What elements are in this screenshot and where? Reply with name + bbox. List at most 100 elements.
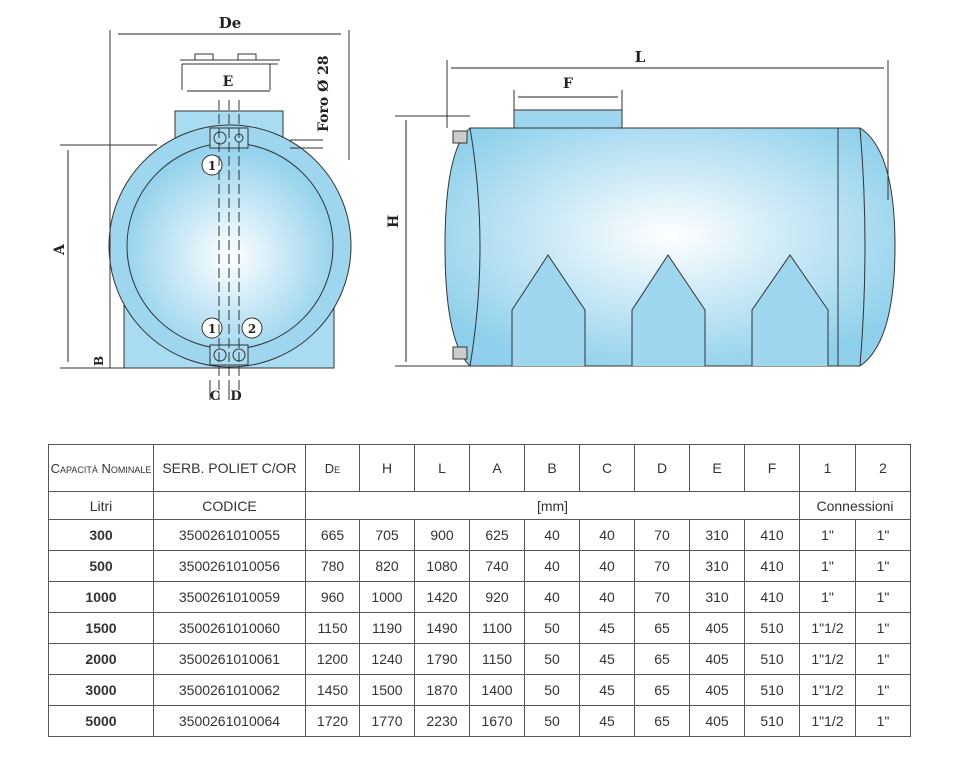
header-cell: B [524,444,580,492]
table-cell: 3500261010059 [153,581,306,613]
label-foro: Foro Ø 28 [316,55,332,132]
table-cell: 510 [744,705,800,737]
table-cell: 2230 [414,705,470,737]
table-cell: 40 [524,581,580,613]
table-cell: 1200 [305,643,360,675]
table-cell: 1100 [469,612,525,644]
table-cell: 65 [634,705,690,737]
table-cell: 1" [855,550,911,582]
table-cell: 1770 [359,705,415,737]
header-cell: De [305,444,360,492]
tank-diagram: De E Foro Ø 28 A B C D 1 1 2 L F H [52,14,896,404]
table-cell: 920 [469,581,525,613]
header-cell: 2 [855,444,911,492]
table-cell: 1" [855,643,911,675]
table-cell: 40 [579,519,635,551]
table-cell: 1"1/2 [799,643,856,675]
table-cell: 40 [524,519,580,551]
table-cell: 1240 [359,643,415,675]
table-cell: 40 [579,581,635,613]
table-cell: 1500 [359,674,415,706]
table-cell: 310 [689,581,745,613]
table-cell: 1" [855,581,911,613]
table-cell: 1670 [469,705,525,737]
table-cell: 405 [689,612,745,644]
table-cell: 70 [634,581,690,613]
header-cell: Capacità Nominale [48,444,154,492]
table-cell: 3500261010061 [153,643,306,675]
units-connessioni: Connessioni [799,491,911,520]
table-cell: 65 [634,612,690,644]
table-cell: 405 [689,674,745,706]
table-cell: 1" [855,674,911,706]
table-cell: 3500261010060 [153,612,306,644]
table-cell: 1870 [414,674,470,706]
table-cell: 1150 [305,612,360,644]
table-cell: 310 [689,550,745,582]
header-cell: E [689,444,745,492]
label-f: F [563,76,573,92]
label-1-bottom: 1 [208,322,216,336]
table-cell: 1490 [414,612,470,644]
label-de: De [219,14,242,32]
label-a: A [52,243,68,256]
table-cell: 1" [855,705,911,737]
table-cell: 1450 [305,674,360,706]
header-cell: C [579,444,635,492]
table-cell: 410 [744,581,800,613]
units-litri: Litri [48,491,154,520]
header-cell: SERB. POLIET C/OR [153,444,306,492]
units-row: Litri CODICE [mm] Connessioni [48,491,911,520]
table-cell: 1"1/2 [799,705,856,737]
table-cell: 5000 [48,705,154,737]
table-cell: 3500261010056 [153,550,306,582]
table-cell: 1"1/2 [799,612,856,644]
units-mm: [mm] [305,491,800,520]
table-cell: 45 [579,674,635,706]
label-2: 2 [248,322,256,336]
table-cell: 510 [744,612,800,644]
table-cell: 1000 [359,581,415,613]
table-cell: 665 [305,519,360,551]
header-cell: L [414,444,470,492]
table-cell: 50 [524,705,580,737]
table-cell: 65 [634,643,690,675]
table-cell: 410 [744,550,800,582]
table-cell: 1" [855,612,911,644]
table-cell: 70 [634,550,690,582]
table-cell: 1080 [414,550,470,582]
table-cell: 1000 [48,581,154,613]
label-l: L [635,48,646,66]
header-cell: D [634,444,690,492]
table-cell: 45 [579,705,635,737]
table-cell: 2000 [48,643,154,675]
table-cell: 1190 [359,612,415,644]
table-cell: 40 [524,550,580,582]
units-codice: CODICE [153,491,306,520]
table-cell: 40 [579,550,635,582]
table-cell: 960 [305,581,360,613]
table-cell: 1720 [305,705,360,737]
header-cell: 1 [799,444,856,492]
label-c: C [210,389,220,404]
table-cell: 45 [579,612,635,644]
front-view [60,30,352,400]
label-b: B [92,356,106,366]
header-cell: A [469,444,525,492]
table-cell: 510 [744,674,800,706]
label-1-top: 1 [208,159,216,173]
table-cell: 1790 [414,643,470,675]
table-cell: 405 [689,705,745,737]
table-cell: 3500261010062 [153,674,306,706]
table-cell: 3500261010064 [153,705,306,737]
label-d: D [230,389,241,404]
header-cell: F [744,444,800,492]
table-cell: 3000 [48,674,154,706]
